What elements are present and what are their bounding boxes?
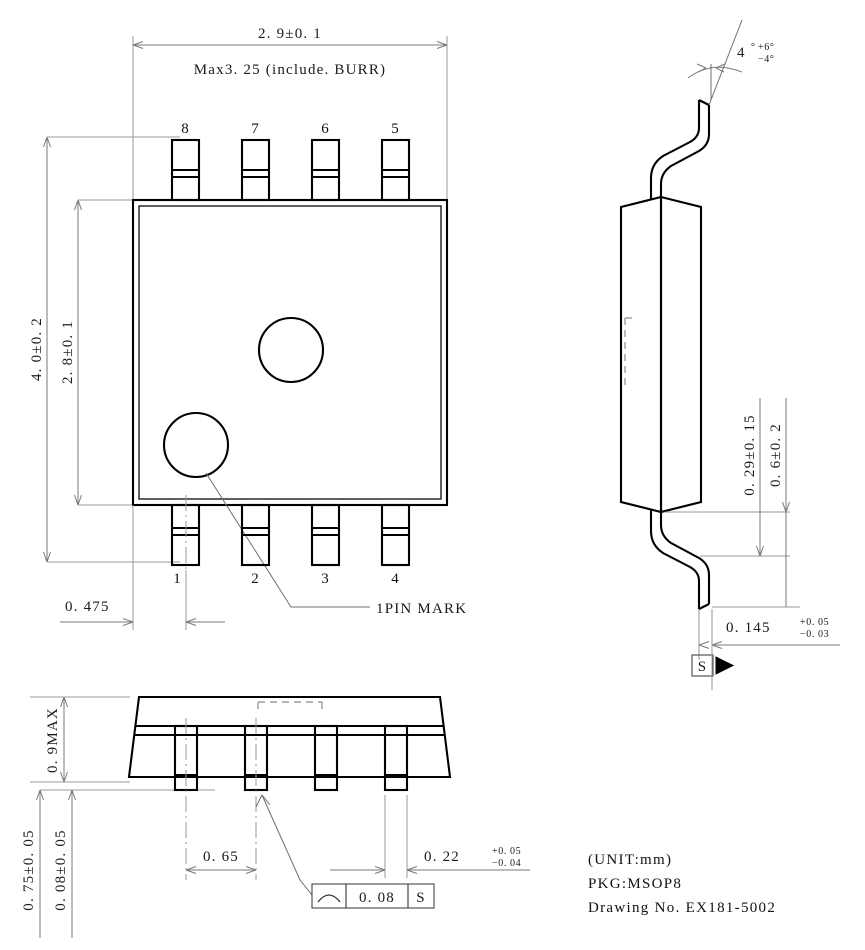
arrow-outer-top — [43, 136, 51, 148]
gdt-feature-control-frame: 0. 08 S — [311, 883, 435, 909]
side-body-left-face — [619, 195, 663, 514]
arrow-075-top — [36, 789, 44, 801]
pin-mark-label-text: 1PIN MARK — [376, 601, 467, 617]
arrow-008-top — [68, 789, 76, 801]
units-note-text: (UNIT:mm) — [588, 852, 672, 868]
front-body-height-text: 0. 75±0. 05 — [21, 829, 37, 910]
front-lead-4 — [383, 724, 409, 792]
front-view-group: 0. 9MAX 0. 75±0. 05 0. 08±0. 05 — [21, 695, 530, 938]
top-body-inner-rect — [138, 205, 442, 500]
arrow-029 — [756, 545, 764, 557]
gdt-datum-text: S — [416, 890, 426, 906]
side-lead-bot-outer — [659, 512, 711, 604]
arrow-body-top — [74, 199, 82, 211]
arrow-09max-top — [60, 696, 68, 708]
top-view-group: 2. 9±0. 1 Max3. 25 (include. BURR) 4. 0±… — [29, 26, 467, 630]
bottom-leads-group — [170, 503, 411, 567]
arrow-022-right — [406, 866, 418, 874]
datum-triangle-icon — [715, 656, 735, 675]
pin-mark-leader — [205, 472, 370, 608]
side-view-group: 4 ° +6° −4° 0. 29±0. 15 0. 6±0. 2 — [619, 19, 840, 690]
side-lead-thick-text: 0. 29±0. 15 — [742, 414, 758, 495]
side-lead-top-tip — [698, 99, 710, 106]
pin-label-3: 3 — [321, 571, 329, 587]
side-lead-width-text: 0. 145 — [726, 620, 771, 636]
arrow-0145-left — [698, 641, 710, 649]
pin-label-7: 7 — [251, 121, 259, 137]
side-lead-top-inner — [649, 100, 701, 200]
side-lead-bot-tip — [698, 603, 710, 610]
side-angle-minus-text: −4° — [758, 54, 774, 65]
front-standoff-text: 0. 08±0. 05 — [53, 829, 69, 910]
front-lead-width-plus-text: +0. 05 — [492, 846, 521, 857]
gdt-tolerance-text: 0. 08 — [359, 890, 395, 906]
front-pitch-text: 0. 65 — [203, 849, 239, 865]
side-lead-bot-inner — [649, 509, 701, 609]
side-angle-text: 4 — [737, 45, 746, 61]
arrow-outer-bot — [43, 551, 51, 563]
side-lead-top-outer — [659, 105, 711, 197]
side-body-right-face — [659, 195, 703, 514]
pin-label-6: 6 — [321, 121, 329, 137]
side-lead-width-plus-text: +0. 05 — [800, 617, 829, 628]
top-body-outer-rect — [131, 198, 449, 507]
side-lead-top-leader — [708, 19, 743, 106]
arrow-width-left — [132, 41, 144, 49]
arrow-09max-bot — [60, 771, 68, 783]
angle-arc — [687, 66, 743, 79]
arrow-065-left — [185, 866, 197, 874]
burr-note-text: Max3. 25 (include. BURR) — [194, 62, 387, 78]
datum-s-box — [691, 654, 714, 677]
angle-arrow-left — [696, 63, 707, 73]
pin-label-4: 4 — [391, 571, 399, 587]
gdt-datum-cell — [407, 883, 435, 909]
top-height-body-text: 2. 8±0. 1 — [60, 320, 76, 384]
package-note-text: PKG:MSOP8 — [588, 876, 682, 892]
front-lead-width-minus-text: −0. 04 — [492, 858, 521, 869]
arrow-body-bot — [74, 494, 82, 506]
arrow-0145-right — [711, 641, 723, 649]
pin-label-2: 2 — [251, 571, 259, 587]
gdt-leader — [261, 794, 313, 896]
front-lead-3 — [313, 724, 339, 792]
pin-label-8: 8 — [181, 121, 189, 137]
angle-arrow-right — [715, 63, 726, 73]
top-leads-group — [170, 138, 411, 202]
top-width-dim-text: 2. 9±0. 1 — [258, 26, 322, 42]
side-lead-width-minus-text: −0. 03 — [800, 629, 829, 640]
front-body-outline — [127, 695, 452, 779]
profile-of-surface-icon — [317, 894, 341, 903]
pin-offset-dim-text: 0. 475 — [65, 599, 110, 615]
gdt-leader-arrow — [255, 794, 271, 808]
arrow-0475-left — [122, 618, 134, 626]
front-lead-width-text: 0. 22 — [424, 849, 460, 865]
side-angle-unit-text: ° — [751, 42, 756, 53]
pin-label-1: 1 — [173, 571, 181, 587]
side-standoff-text: 0. 6±0. 2 — [768, 423, 784, 487]
top-height-outer-text: 4. 0±0. 2 — [29, 317, 45, 381]
pin-label-5: 5 — [391, 121, 399, 137]
drawing-no-text: Drawing No. EX181-5002 — [588, 900, 776, 916]
datum-s-label: S — [698, 659, 708, 675]
side-angle-plus-text: +6° — [758, 42, 774, 53]
arrow-06-top — [782, 501, 790, 513]
title-block-group: (UNIT:mm) PKG:MSOP8 Drawing No. EX181-50… — [588, 852, 776, 916]
pin1-mark-circle — [162, 411, 230, 479]
arrow-065-right — [245, 866, 257, 874]
arrow-0475-right — [185, 618, 197, 626]
gdt-symbol-cell — [311, 883, 347, 909]
arrow-022-left — [374, 866, 386, 874]
front-height-max-text: 0. 9MAX — [45, 707, 61, 773]
arrow-width-right — [436, 41, 448, 49]
center-circle — [257, 316, 325, 384]
